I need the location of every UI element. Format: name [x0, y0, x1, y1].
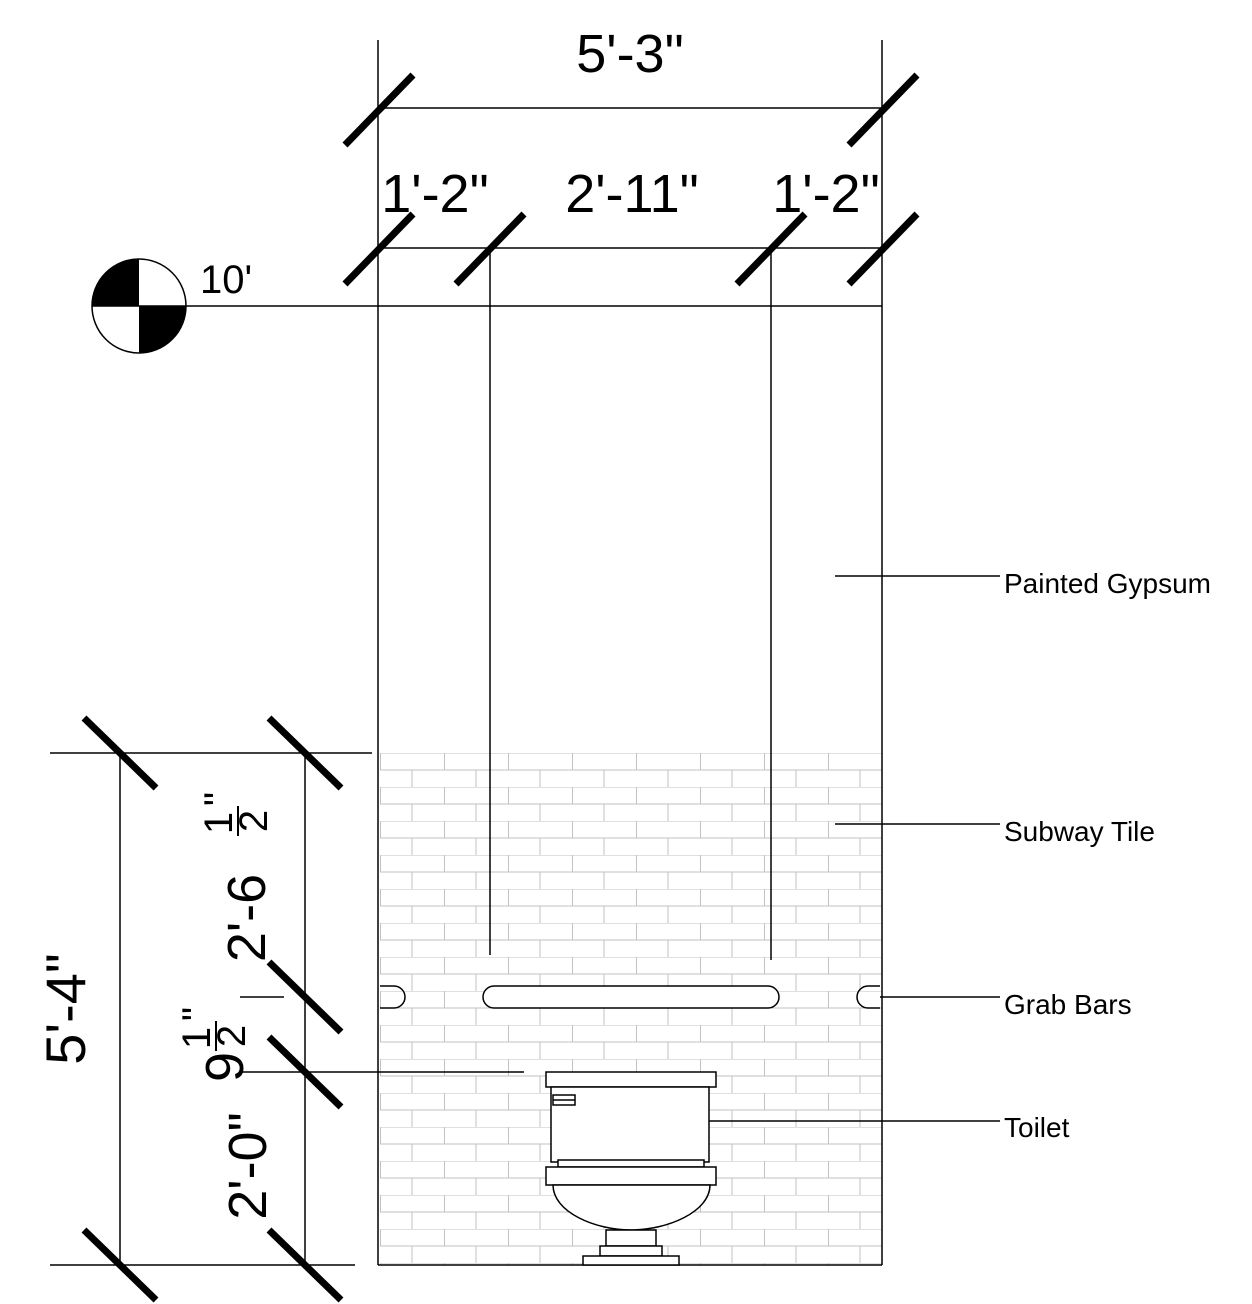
grab-bar-left — [380, 985, 406, 1009]
grab-bar-rear — [482, 985, 780, 1009]
toilet-label: Toilet — [1004, 1112, 1070, 1143]
middle-height-inch-mark: " — [175, 1007, 219, 1021]
overall-width-dimension: 5'-3" — [576, 24, 684, 84]
grab-bar-right — [856, 985, 880, 1009]
subway-tile-label: Subway Tile — [1004, 816, 1155, 847]
middle-height-whole: 9 — [195, 1052, 255, 1082]
top-dimension-lines — [342, 72, 920, 960]
left-dimension-lines — [50, 715, 524, 1303]
upper-tile-frac-den: 2 — [232, 810, 276, 832]
middle-segment-dimension: 2'-11" — [565, 164, 699, 224]
upper-tile-frac-num: 1 — [197, 812, 241, 834]
painted-gypsum-label: Painted Gypsum — [1004, 568, 1211, 599]
leader-lines — [709, 575, 1000, 1122]
middle-height-frac-den: 2 — [210, 1025, 254, 1047]
overall-tile-height-dimension: 5'-4" — [34, 953, 97, 1065]
left-segment-dimension: 1'-2" — [381, 164, 489, 224]
upper-tile-height-main: 2'-6 — [217, 874, 277, 962]
elevation-marker — [91, 258, 378, 354]
upper-tile-inch-mark: " — [197, 792, 241, 806]
toilet-fixture — [545, 1071, 717, 1266]
bottom-height-dimension: 2'-0" — [218, 1112, 278, 1220]
right-segment-dimension: 1'-2" — [772, 164, 880, 224]
grab-bars-label: Grab Bars — [1004, 989, 1132, 1020]
elevation-label: 10' — [200, 258, 252, 302]
grab-bars — [380, 985, 880, 1009]
middle-height-dimension: 9 1 2 " — [175, 1007, 255, 1082]
middle-height-frac-num: 1 — [175, 1027, 219, 1049]
upper-tile-height-dimension: 2'-6 1 2 " — [197, 792, 277, 962]
